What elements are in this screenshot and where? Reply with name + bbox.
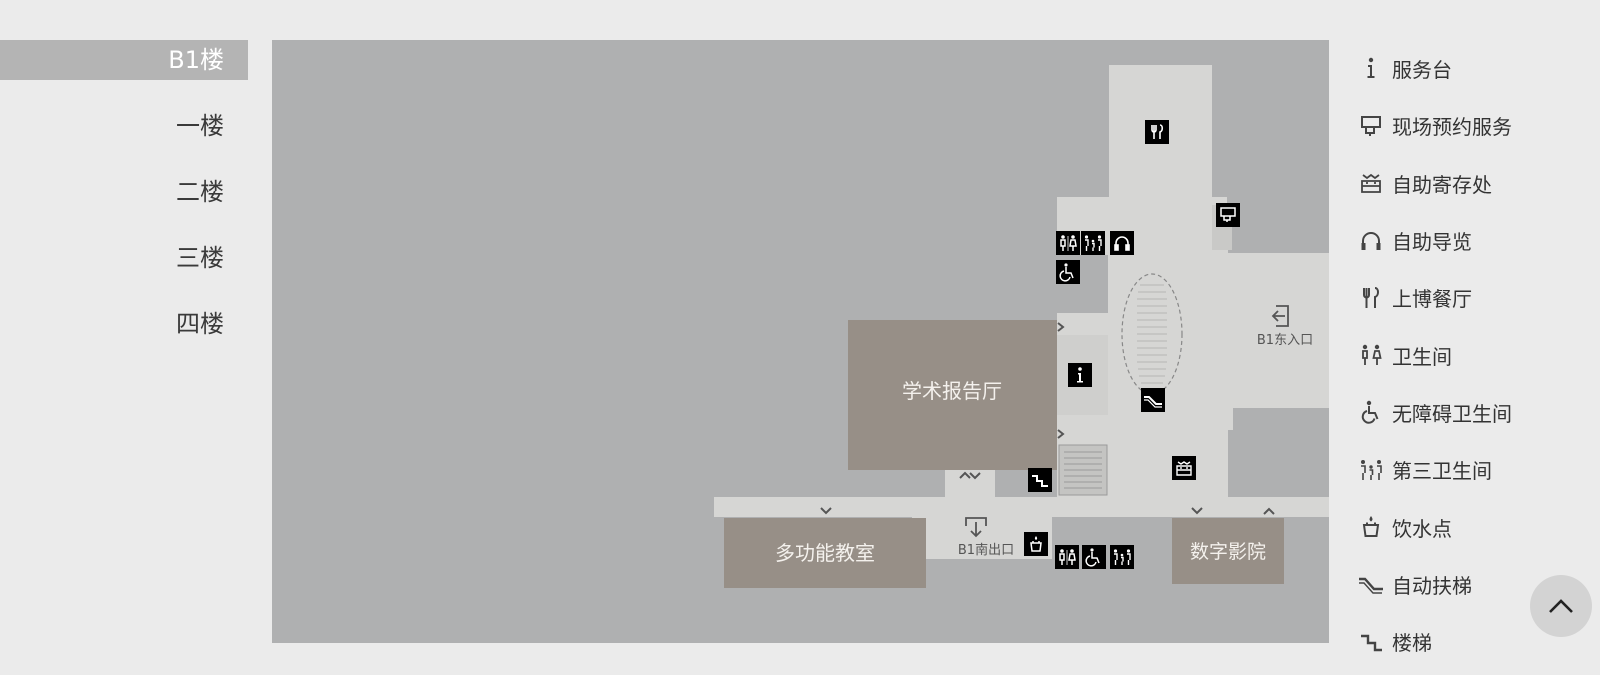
reservation-service-icon[interactable] xyxy=(1215,202,1241,228)
accessible-restroom-icon[interactable] xyxy=(1055,259,1081,285)
family-restroom-icon xyxy=(1356,455,1386,485)
floor-3[interactable]: 三楼 xyxy=(176,244,224,272)
south-exit[interactable]: B1南出口 xyxy=(958,517,1014,558)
legend-item-reservation[interactable]: 现场预约服务 xyxy=(1356,97,1596,154)
legend-item-restaurant[interactable]: 上博餐厅 xyxy=(1356,269,1596,326)
restroom-icon[interactable] xyxy=(1055,230,1081,256)
floor-2[interactable]: 二楼 xyxy=(176,178,224,206)
accessible-restroom-icon xyxy=(1356,397,1386,427)
audio-guide-icon[interactable] xyxy=(1109,230,1135,256)
floor-selector: B1楼 一楼 二楼 三楼 四楼 xyxy=(0,40,248,370)
restaurant-icon xyxy=(1356,283,1386,313)
floor-4[interactable]: 四楼 xyxy=(176,310,224,338)
south-exit-label: B1南出口 xyxy=(958,542,1014,558)
info-desk-icon xyxy=(1356,54,1386,84)
floor-map[interactable]: 学术报告厅 多功能教室 数字影院 B1东入口 B1南出口 xyxy=(272,40,1329,643)
family-restroom-icon[interactable] xyxy=(1109,544,1135,570)
legend-item-restroom[interactable]: 卫生间 xyxy=(1356,326,1596,383)
staircase xyxy=(1058,444,1108,496)
restaurant-icon[interactable] xyxy=(1144,119,1170,145)
chevron-up-icon xyxy=(1549,599,1573,613)
legend-item-audio-guide[interactable]: 自助导览 xyxy=(1356,212,1596,269)
room-digital-cinema[interactable]: 数字影院 xyxy=(1172,518,1284,584)
restroom-icon xyxy=(1356,340,1386,370)
legend-item-locker[interactable]: 自助寄存处 xyxy=(1356,155,1596,212)
restroom-icon[interactable] xyxy=(1054,544,1080,570)
escalator-icon xyxy=(1356,569,1386,599)
family-restroom-icon[interactable] xyxy=(1080,230,1106,256)
legend-item-water[interactable]: 饮水点 xyxy=(1356,498,1596,555)
info-desk-icon[interactable] xyxy=(1068,363,1092,387)
escalator-icon[interactable] xyxy=(1140,387,1166,413)
facility-legend: 服务台 现场预约服务 自助寄存处 自助导览 上博餐厅 卫生间 无障碍卫生间 xyxy=(1356,40,1596,670)
reservation-service-icon xyxy=(1356,111,1386,141)
legend-item-stairs[interactable]: 楼梯 xyxy=(1356,613,1596,670)
accessible-restroom-icon[interactable] xyxy=(1081,544,1107,570)
digital-cinema-label: 数字影院 xyxy=(1190,541,1266,563)
multi-classroom-label: 多功能教室 xyxy=(775,541,875,565)
floor-1[interactable]: 一楼 xyxy=(176,112,224,140)
room-multi-classroom[interactable]: 多功能教室 xyxy=(724,518,926,588)
stairs-icon xyxy=(1356,627,1386,657)
east-entrance[interactable]: B1东入口 xyxy=(1257,305,1313,348)
legend-item-info-desk[interactable]: 服务台 xyxy=(1356,40,1596,97)
locker-icon[interactable] xyxy=(1171,455,1197,481)
legend-item-accessible-restroom[interactable]: 无障碍卫生间 xyxy=(1356,384,1596,441)
stairs-icon[interactable] xyxy=(1027,467,1053,493)
lecture-hall-label: 学术报告厅 xyxy=(902,379,1002,403)
locker-icon xyxy=(1356,168,1386,198)
legend-item-escalator[interactable]: 自动扶梯 xyxy=(1356,556,1596,613)
east-entrance-label: B1东入口 xyxy=(1257,333,1313,348)
legend-item-family-restroom[interactable]: 第三卫生间 xyxy=(1356,441,1596,498)
water-fountain-icon[interactable] xyxy=(1023,531,1049,557)
room-lecture-hall[interactable]: 学术报告厅 xyxy=(848,320,1057,470)
corridor-areas xyxy=(714,65,1329,559)
floor-b1[interactable]: B1楼 xyxy=(0,40,248,80)
direction-arrows xyxy=(820,322,1275,515)
audio-guide-icon xyxy=(1356,226,1386,256)
water-fountain-icon xyxy=(1356,512,1386,542)
back-to-top-button[interactable] xyxy=(1530,575,1592,637)
